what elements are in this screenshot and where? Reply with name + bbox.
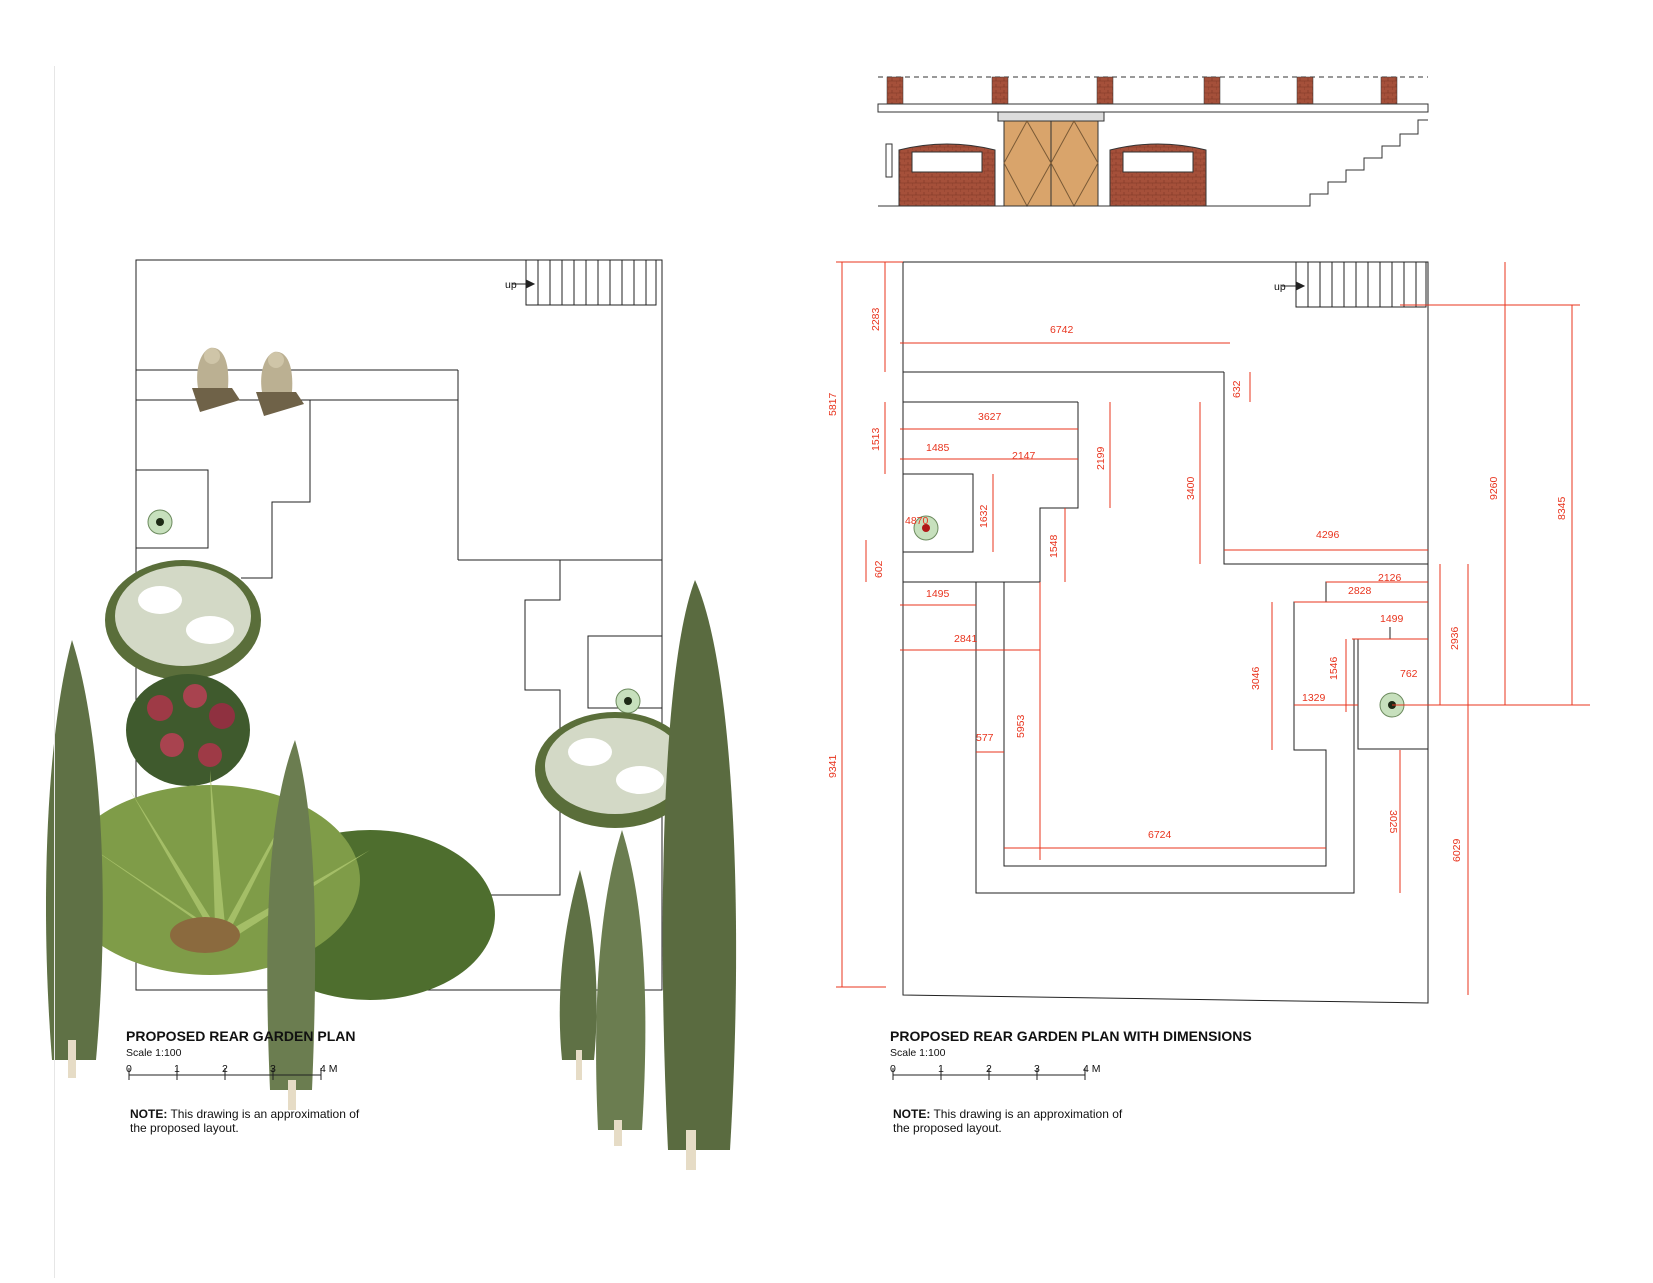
right-boundary: [902, 261, 1429, 1004]
dim-3025: 3025: [1387, 810, 1399, 834]
lion-statue-icon: [256, 351, 304, 416]
right-note-line1: NOTE: This drawing is an approximation o…: [893, 1107, 1123, 1121]
dim-4870: 4870: [905, 515, 929, 527]
dim-762: 762: [1400, 668, 1418, 680]
dim-2841: 2841: [954, 633, 978, 645]
red-flowering-shrub-icon: [126, 674, 250, 786]
dim-1548: 1548: [1048, 534, 1060, 558]
dim-2936: 2936: [1449, 626, 1461, 650]
dim-5953: 5953: [1015, 714, 1027, 738]
left-scale-tick-3: 3: [270, 1063, 276, 1075]
dim-6742: 6742: [1050, 324, 1074, 336]
right-scale-tick-4: 4 M: [1083, 1063, 1101, 1075]
dim-2199: 2199: [1095, 446, 1107, 470]
dim-2147: 2147: [1012, 450, 1036, 462]
cypress-tree-icon: [596, 830, 646, 1146]
right-note-line2: the proposed layout.: [893, 1121, 1002, 1135]
dim-4296: 4296: [1316, 529, 1340, 541]
left-plan-scale: Scale 1:100: [126, 1047, 182, 1059]
right-planter-box: [902, 473, 974, 553]
left-scale-tick-0: 0: [126, 1063, 132, 1075]
flower-icon: [615, 688, 641, 714]
left-note-line1: NOTE: This drawing is an approximation o…: [130, 1107, 360, 1121]
dim-6724: 6724: [1148, 829, 1172, 841]
left-up-label: up: [505, 279, 517, 291]
right-scale-tick-2: 2: [986, 1063, 992, 1075]
dim-602: 602: [873, 560, 885, 578]
dimension-lines: [836, 261, 1590, 995]
dim-3046: 3046: [1250, 666, 1262, 690]
left-stairs: [512, 259, 657, 306]
right-plan-title: PROPOSED REAR GARDEN PLAN WITH DIMENSION…: [890, 1028, 1252, 1044]
cypress-tree-icon: [267, 740, 316, 1110]
dim-2828: 2828: [1348, 585, 1372, 597]
dim-2126: 2126: [1378, 572, 1402, 584]
cypress-tree-icon: [662, 580, 737, 1170]
dim-577: 577: [976, 732, 994, 744]
white-flowering-shrub-icon: [105, 560, 261, 680]
left-scale-bar: [128, 1068, 322, 1080]
right-scale-bar: [892, 1068, 1086, 1080]
rear-elevation: [877, 76, 1429, 208]
dim-1499: 1499: [1380, 613, 1404, 625]
right-stairs: [1282, 261, 1427, 308]
dim-1513: 1513: [870, 427, 882, 451]
page-margin-line: [54, 66, 55, 1278]
dim-9341: 9341: [827, 754, 839, 778]
dimension-labels: 6742 632 3627 1485 2147 2199 3400 4296 4…: [827, 307, 1568, 862]
left-scale-tick-4: 4 M: [320, 1063, 338, 1075]
dim-5817: 5817: [827, 392, 839, 416]
left-scale-tick-1: 1: [174, 1063, 180, 1075]
dim-1495: 1495: [926, 588, 950, 600]
flower-icon: [913, 515, 939, 541]
left-scale-tick-2: 2: [222, 1063, 228, 1075]
left-note-line2: the proposed layout.: [130, 1121, 239, 1135]
right-scale-tick-0: 0: [890, 1063, 896, 1075]
dim-2283: 2283: [870, 307, 882, 331]
right-scale-tick-1: 1: [938, 1063, 944, 1075]
left-planter-box: [135, 469, 209, 549]
right-up-label: up: [1274, 281, 1286, 293]
cypress-tree-icon: [45, 640, 103, 1078]
dim-8345: 8345: [1556, 496, 1568, 520]
white-flowering-shrub-icon: [535, 712, 695, 828]
dim-1632: 1632: [978, 504, 990, 528]
dim-632: 632: [1231, 380, 1243, 398]
left-plan-title: PROPOSED REAR GARDEN PLAN: [126, 1028, 355, 1044]
right-plan-scale: Scale 1:100: [890, 1047, 946, 1059]
right-garden-plan: [902, 261, 1429, 1004]
dim-1485: 1485: [926, 442, 950, 454]
dim-1329: 1329: [1302, 692, 1326, 704]
cypress-tree-icon: [559, 870, 597, 1080]
lion-statue-icon: [192, 347, 240, 412]
dim-3627: 3627: [978, 411, 1002, 423]
dim-1546: 1546: [1328, 656, 1340, 680]
dim-6029: 6029: [1451, 838, 1463, 862]
right-scale-tick-3: 3: [1034, 1063, 1040, 1075]
dim-3400: 3400: [1185, 476, 1197, 500]
flower-icon: [147, 509, 173, 535]
dim-9260: 9260: [1488, 476, 1500, 500]
